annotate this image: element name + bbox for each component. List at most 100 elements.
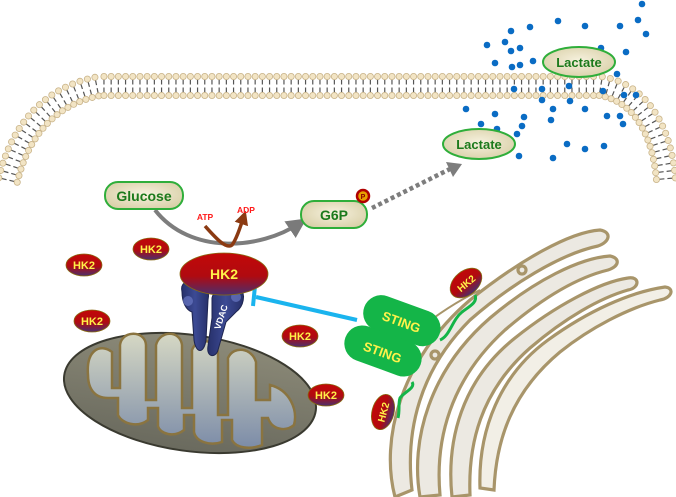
lipid xyxy=(294,73,302,100)
lactate-dot xyxy=(563,140,571,148)
lipid xyxy=(496,73,504,100)
lactate-molecules xyxy=(462,0,650,162)
lipid xyxy=(652,166,676,177)
lipid xyxy=(554,73,562,100)
lipid xyxy=(114,73,122,100)
g6p-to-lactate-arrowhead xyxy=(446,162,462,177)
sting-inhibition-arrow xyxy=(251,285,358,322)
phosphate-badge: P xyxy=(355,188,371,204)
lipid xyxy=(201,73,209,100)
lactate-dot xyxy=(483,41,491,49)
plasma-membrane xyxy=(0,73,676,186)
lipid xyxy=(641,122,667,138)
hk2-free-label: HK2 xyxy=(81,316,103,328)
lipid xyxy=(627,96,649,117)
lipid xyxy=(0,174,21,186)
mitochondrion xyxy=(62,331,318,455)
lactate-dot xyxy=(566,97,574,105)
lactate-dot xyxy=(538,85,546,93)
lipid xyxy=(652,174,676,183)
lipid xyxy=(143,73,151,100)
lactate-dot xyxy=(619,120,627,128)
lipid xyxy=(15,124,39,143)
lipid xyxy=(431,73,439,100)
lipid xyxy=(266,73,274,100)
lipid xyxy=(649,151,676,163)
lipid xyxy=(631,102,654,121)
lipid xyxy=(359,73,367,100)
glucose-node: Glucose xyxy=(104,181,184,210)
lipid xyxy=(55,87,72,111)
lactate-dot xyxy=(526,23,534,31)
lipid xyxy=(460,73,468,100)
lactate-dot xyxy=(616,112,624,120)
lipid xyxy=(352,73,360,100)
lipid xyxy=(230,73,238,100)
hk2-er-bottom: HK2 xyxy=(370,393,396,431)
lipid xyxy=(4,145,30,160)
lipid xyxy=(316,73,324,100)
lipid xyxy=(648,144,674,157)
lipid xyxy=(25,112,47,132)
atp-label: ATP xyxy=(197,212,214,222)
lactate-dot xyxy=(549,105,557,113)
lipid xyxy=(646,137,672,150)
lipid xyxy=(48,91,66,115)
lactate-dot xyxy=(491,59,499,67)
lipid xyxy=(69,80,84,106)
lipid xyxy=(374,73,382,100)
lipid xyxy=(651,159,676,170)
lactate-dot xyxy=(507,47,515,55)
lipid xyxy=(222,73,230,100)
lipid xyxy=(91,73,103,100)
lactate-dot xyxy=(516,61,524,69)
lipid xyxy=(309,73,317,100)
lipid xyxy=(150,73,158,100)
lipid xyxy=(618,85,637,108)
lactate-dot xyxy=(491,110,499,118)
lipid xyxy=(136,73,144,100)
lactate-dot xyxy=(516,44,524,52)
sting-tether-bottom xyxy=(396,381,415,419)
g6p-node: G6P xyxy=(300,200,368,229)
lactate-dot xyxy=(508,63,516,71)
lipid xyxy=(208,73,216,100)
lactate-dot xyxy=(634,16,642,24)
lipid xyxy=(518,73,526,100)
sting-top: STING xyxy=(363,295,441,347)
lactate-dot xyxy=(599,87,607,95)
lipid xyxy=(280,73,288,100)
lipid xyxy=(395,73,403,100)
lipid xyxy=(638,115,663,132)
hk2-er-top: HK2 xyxy=(449,267,483,299)
lipid xyxy=(215,73,223,100)
hk2-free: HK2 xyxy=(132,237,170,261)
lipid xyxy=(489,73,497,100)
lipid xyxy=(158,73,166,100)
lactate-dot xyxy=(600,142,608,150)
lipid xyxy=(590,73,598,100)
sting-tether-top xyxy=(439,294,478,342)
lipid xyxy=(338,73,346,100)
lipid xyxy=(607,77,622,103)
sting-dimer: STING STING xyxy=(344,294,478,419)
lactate-dot xyxy=(513,130,521,138)
g6p-to-lactate-arrow xyxy=(370,165,454,211)
lipid xyxy=(76,77,90,103)
lipid xyxy=(244,73,252,100)
lipid xyxy=(83,75,96,101)
lipid xyxy=(258,73,266,100)
lactate-dot xyxy=(520,113,528,121)
lipid xyxy=(453,73,461,100)
lipid xyxy=(510,73,518,100)
hk2-free-label: HK2 xyxy=(289,331,311,343)
lactate-dot xyxy=(565,82,573,90)
lipid xyxy=(345,73,353,100)
lipid xyxy=(302,73,310,100)
lactate-dot xyxy=(507,27,515,35)
lipid xyxy=(41,96,61,119)
lipid xyxy=(237,73,245,100)
lipid xyxy=(273,73,281,100)
lipid xyxy=(122,73,130,100)
